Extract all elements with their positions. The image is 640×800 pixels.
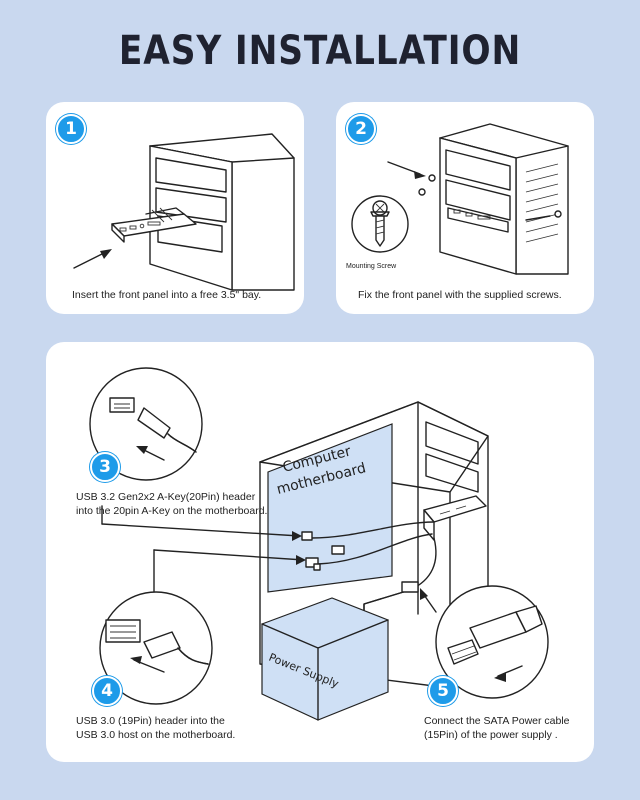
step-4-caption-line-2: USB 3.0 host on the motherboard. — [76, 729, 236, 741]
step-3-caption: USB 3.2 Gen2x2 A-Key(20Pin) header into … — [76, 490, 267, 518]
step-2-illustration: Mounting Screw — [346, 123, 569, 275]
page-title: EASY INSTALLATION — [118, 28, 522, 74]
step-2-caption: Fix the front panel with the supplied sc… — [358, 289, 562, 301]
step-1-badge: 1 — [56, 114, 86, 144]
step-2-badge: 2 — [346, 114, 376, 144]
wiring-diagram: Computer motherboard Power Supply — [89, 367, 549, 721]
step-1-caption: Insert the front panel into a free 3.5" … — [72, 289, 262, 301]
step-5-badge: 5 — [428, 676, 458, 706]
steps-3-5-card: Computer motherboard Power Supply — [46, 342, 594, 762]
step-4-caption: USB 3.0 (19Pin) header into the USB 3.0 … — [76, 714, 235, 742]
step-1-illustration — [73, 133, 295, 291]
step-3-caption-line-1: USB 3.2 Gen2x2 A-Key(20Pin) header — [76, 491, 256, 503]
step-3-caption-line-2: into the 20pin A-Key on the motherboard. — [76, 505, 268, 517]
step-4-badge: 4 — [92, 676, 122, 706]
step-3-badge: 3 — [90, 452, 120, 482]
step-4-caption-line-1: USB 3.0 (19Pin) header into the — [76, 715, 225, 727]
screw-label: Mounting Screw — [346, 263, 397, 270]
step-2-card: 2 Mounting Screw Fix the front panel wit… — [336, 102, 594, 314]
step-1-card: 1 Insert the front panel into a free 3.5… — [46, 102, 304, 314]
step-5-caption: Connect the SATA Power cable (15Pin) of … — [424, 714, 570, 742]
step-5-caption-line-1: Connect the SATA Power cable — [424, 715, 570, 727]
step-5-caption-line-2: (15Pin) of the power supply . — [424, 729, 558, 741]
